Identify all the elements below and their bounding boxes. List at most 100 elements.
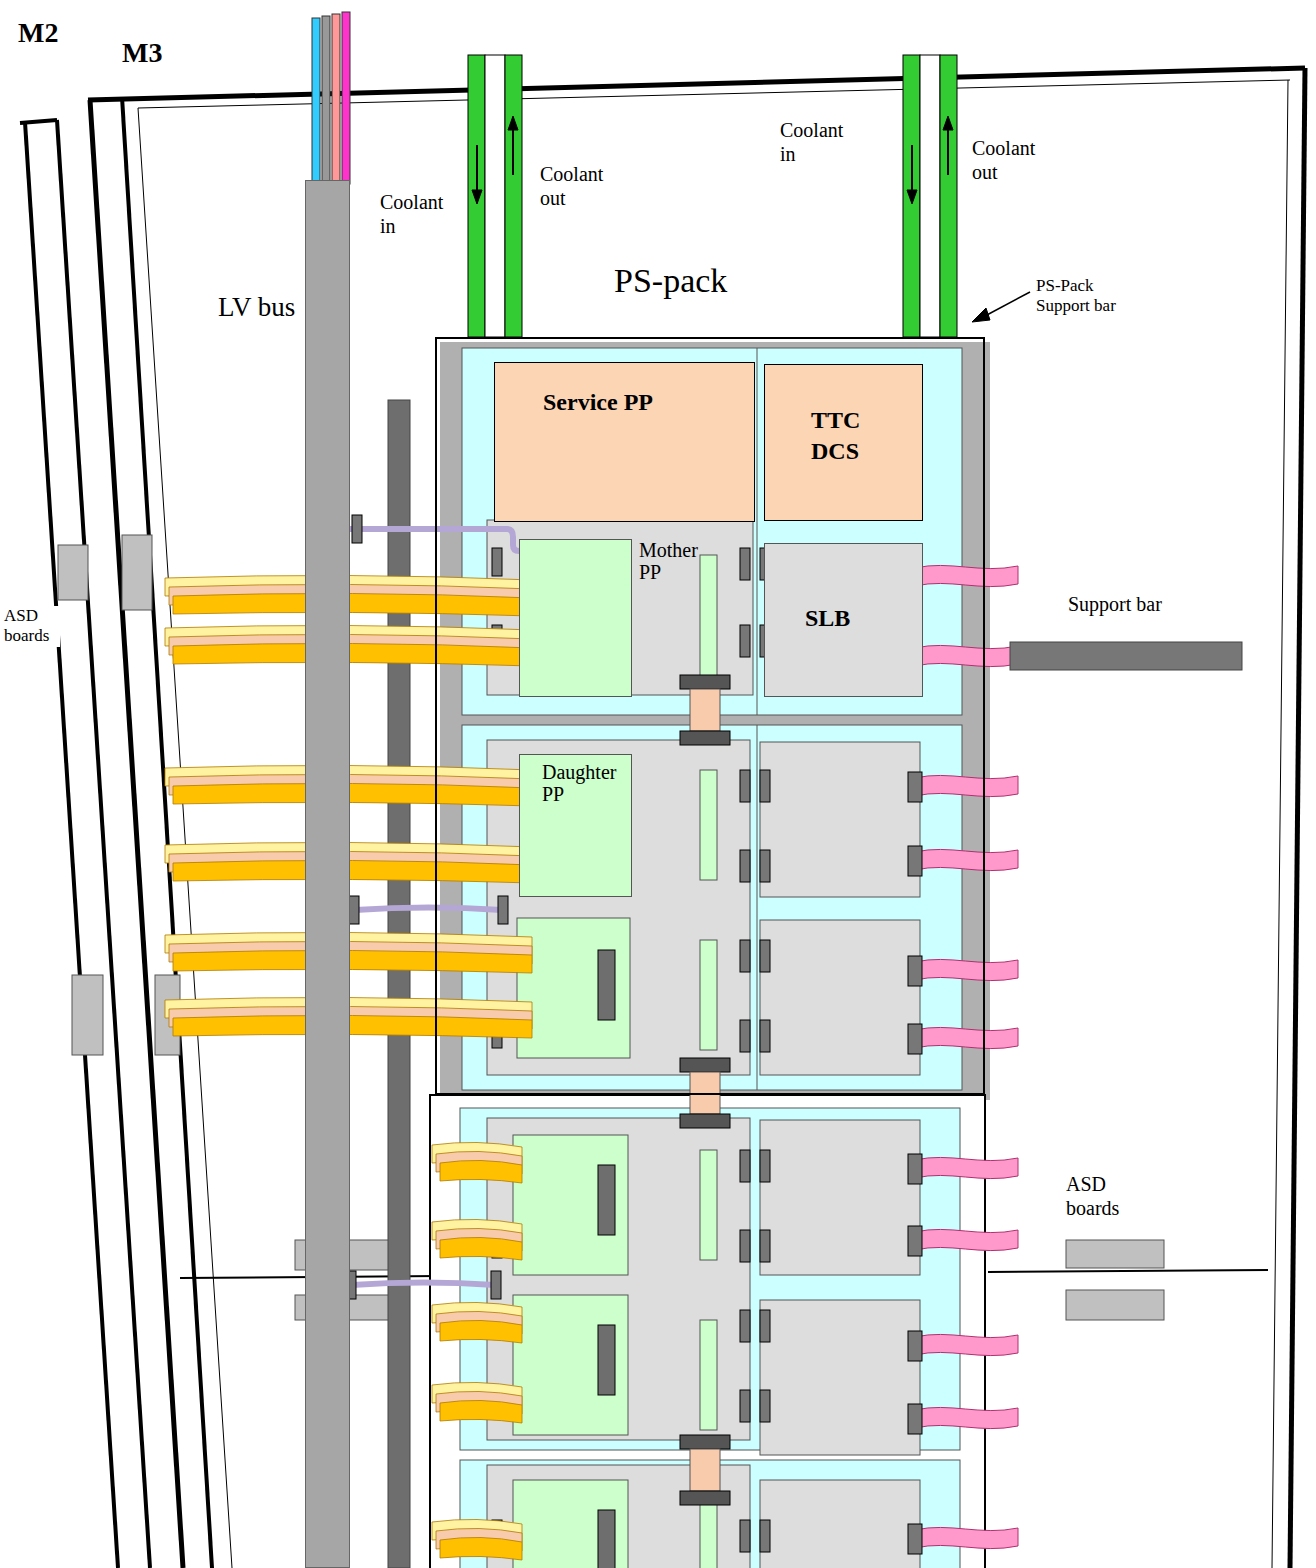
label: PS-Pack Support bar xyxy=(1036,276,1146,317)
connector xyxy=(740,625,750,657)
link-cable xyxy=(690,689,720,731)
daughter-board xyxy=(513,1295,628,1435)
ribbon-cable xyxy=(440,1237,522,1260)
chamber-m3-line xyxy=(138,108,232,1568)
node-label: Mother PP xyxy=(639,539,705,583)
connector xyxy=(908,1404,922,1434)
pack-box: PS-packService PPTTC DCSMother PPSLBDaug… xyxy=(435,337,985,1095)
lv-bus: LV bus xyxy=(305,180,350,1568)
ribbon-cable xyxy=(173,643,532,666)
connector xyxy=(740,1310,750,1342)
leader-arrow-head xyxy=(972,308,990,322)
link-connector xyxy=(680,1491,730,1505)
label: ASD boards xyxy=(1066,1172,1136,1220)
connector xyxy=(908,1154,922,1184)
chamber-side-edge xyxy=(1272,80,1288,1568)
connector xyxy=(908,846,922,876)
coolant-pipe xyxy=(920,55,940,337)
pink-cable xyxy=(915,1527,1018,1548)
coolant-pipe xyxy=(468,55,485,337)
link-connector xyxy=(680,1114,730,1128)
label: M3 xyxy=(122,36,162,70)
connector xyxy=(760,850,770,882)
socket xyxy=(598,1165,615,1235)
pink-cable xyxy=(915,565,1018,586)
label: Coolant in xyxy=(780,118,858,166)
connector xyxy=(760,1020,770,1052)
board xyxy=(487,1118,750,1440)
asd-board xyxy=(122,535,152,610)
asd-board xyxy=(1066,1240,1164,1268)
connector xyxy=(492,548,502,576)
asd-board xyxy=(1066,1290,1164,1320)
slb-board xyxy=(760,1480,920,1568)
ribbon-cable xyxy=(173,950,532,973)
label: M2 xyxy=(18,16,58,50)
ribbon-cable xyxy=(173,1015,532,1038)
connector xyxy=(760,940,770,972)
slb-board xyxy=(760,742,920,897)
connector xyxy=(740,1520,750,1552)
flow-arrow xyxy=(911,145,913,195)
panel-divider xyxy=(757,725,758,1090)
ribbon-cable xyxy=(173,593,532,616)
pink-cable xyxy=(915,645,1018,666)
label: Coolant out xyxy=(972,136,1050,184)
connector xyxy=(908,1024,922,1054)
connector xyxy=(760,1150,770,1182)
asd-board xyxy=(72,975,103,1055)
flow-arrow-head xyxy=(943,116,953,130)
connector xyxy=(740,1150,750,1182)
lv-wire xyxy=(312,18,320,190)
connector xyxy=(498,896,508,924)
node-label: LV bus xyxy=(218,291,295,323)
daughter-board xyxy=(517,918,630,1058)
link-connector xyxy=(680,675,730,689)
connector xyxy=(760,1390,770,1422)
slb-board xyxy=(760,920,920,1075)
connector xyxy=(908,956,922,986)
flow-arrow xyxy=(947,125,949,175)
flow-arrow-head xyxy=(508,116,518,130)
power-cable xyxy=(352,1283,495,1286)
pink-cable xyxy=(915,1157,1018,1178)
connector xyxy=(740,548,750,580)
pink-cable xyxy=(915,1027,1018,1048)
ribbon-cable xyxy=(440,1537,522,1560)
leader-line xyxy=(985,292,1030,316)
link-connector xyxy=(680,1058,730,1072)
connector xyxy=(908,1331,922,1361)
pink-cable xyxy=(915,849,1018,870)
ribbon-cable xyxy=(440,1160,522,1183)
slot xyxy=(700,770,717,880)
socket xyxy=(598,1325,615,1395)
chamber-joint xyxy=(988,1270,1268,1272)
chamber-m2-line xyxy=(20,120,57,123)
connector xyxy=(740,1020,750,1052)
socket xyxy=(598,1510,615,1568)
node-label: Service PP xyxy=(543,385,653,420)
connector xyxy=(908,1226,922,1256)
daughter-board xyxy=(513,1135,628,1275)
socket xyxy=(598,950,615,1020)
connector xyxy=(740,850,750,882)
pink-cable xyxy=(915,1334,1018,1355)
lv-wire xyxy=(322,16,330,188)
panel xyxy=(462,348,962,715)
ribbon-cable xyxy=(440,1400,522,1423)
service-box: Service PP xyxy=(494,362,755,522)
slb-board xyxy=(760,1120,920,1275)
connector xyxy=(908,1524,922,1554)
link-cable xyxy=(690,1072,720,1114)
connector xyxy=(349,896,359,924)
label: Coolant out xyxy=(540,162,618,210)
slot xyxy=(700,555,717,690)
coolant-pipe xyxy=(940,55,957,337)
pack-shadow xyxy=(440,342,990,1100)
connector xyxy=(908,772,922,802)
label: Support bar xyxy=(1068,592,1162,616)
power-cable xyxy=(355,908,502,911)
connector xyxy=(491,1271,501,1299)
slb-board xyxy=(760,1300,920,1455)
connector xyxy=(740,1390,750,1422)
